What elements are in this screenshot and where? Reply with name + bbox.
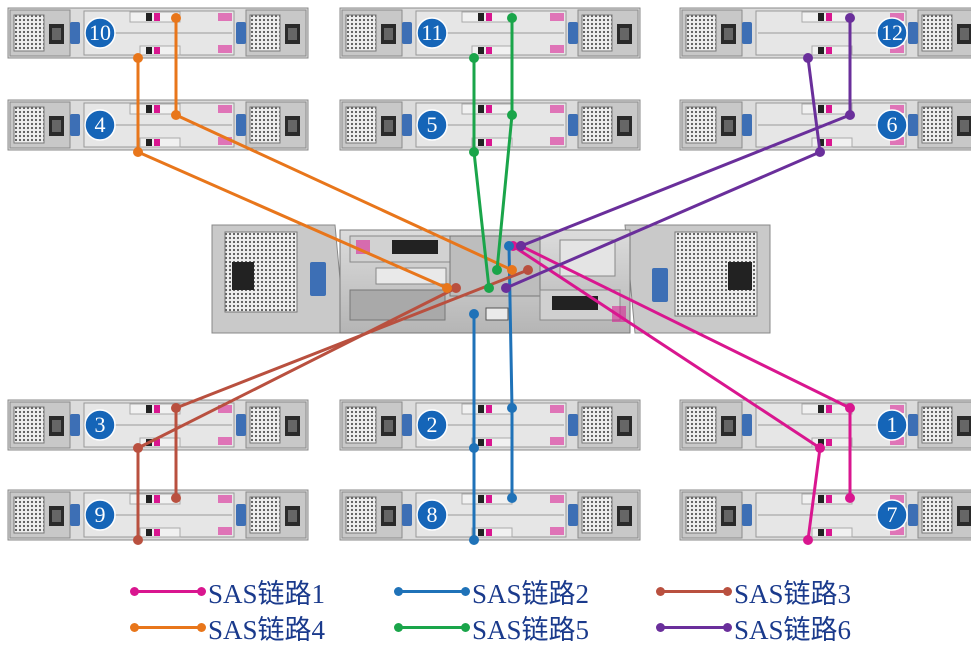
cable-link4 bbox=[133, 53, 452, 293]
enclosure-number-badge bbox=[876, 17, 908, 49]
cable-link6 bbox=[516, 13, 855, 251]
enclosure-7: 7 bbox=[679, 489, 971, 541]
enclosure-1: 1 bbox=[679, 399, 971, 451]
enclosure-number: 11 bbox=[421, 20, 442, 45]
legend-label: SAS链路3 bbox=[734, 579, 852, 609]
enclosure-4: 4 bbox=[7, 99, 309, 151]
legend-label: SAS链路4 bbox=[208, 615, 326, 645]
enclosure-8: 8 bbox=[339, 489, 641, 541]
enclosure-number: 3 bbox=[95, 412, 106, 437]
enclosure-number-badge bbox=[876, 499, 908, 531]
legend-label: SAS链路1 bbox=[208, 579, 326, 609]
enclosure-number: 6 bbox=[887, 112, 898, 137]
legend-item-link4: SAS链路4 bbox=[130, 608, 325, 647]
enclosure-number-badge bbox=[84, 17, 116, 49]
enclosure-number: 1 bbox=[887, 412, 898, 437]
legend-item-link3: SAS链路3 bbox=[656, 572, 851, 611]
legend-item-link2: SAS链路2 bbox=[394, 572, 589, 611]
cable-link6 bbox=[501, 53, 825, 293]
cable-link4 bbox=[171, 13, 517, 275]
enclosure-number: 12 bbox=[881, 20, 903, 45]
enclosure-number: 10 bbox=[89, 20, 111, 45]
expansion-enclosures: 10 11 12 4 5 6 3 2 1 9 8 7 bbox=[7, 7, 971, 541]
enclosure-9: 9 bbox=[7, 489, 309, 541]
cable-link2 bbox=[469, 309, 479, 545]
enclosure-number: 5 bbox=[427, 112, 438, 137]
enclosure-number-badge bbox=[84, 499, 116, 531]
cable-link2 bbox=[504, 241, 517, 503]
legend-label: SAS链路2 bbox=[472, 579, 590, 609]
legend-swatch bbox=[394, 586, 470, 597]
legend-swatch bbox=[656, 622, 732, 633]
legend-swatch bbox=[656, 586, 732, 597]
enclosure-number: 7 bbox=[887, 502, 898, 527]
cable-link5 bbox=[469, 53, 494, 293]
enclosure-number: 9 bbox=[95, 502, 106, 527]
enclosure-number-badge bbox=[416, 409, 448, 441]
enclosure-12: 12 bbox=[679, 7, 971, 59]
enclosure-5: 5 bbox=[339, 99, 641, 151]
enclosure-2: 2 bbox=[339, 399, 641, 451]
enclosure-3: 3 bbox=[7, 399, 309, 451]
sas-cables bbox=[133, 13, 855, 545]
enclosure-11: 11 bbox=[339, 7, 641, 59]
enclosure-number-badge bbox=[876, 409, 908, 441]
enclosure-number-badge bbox=[876, 109, 908, 141]
enclosure-number-badge bbox=[416, 17, 448, 49]
legend-item-link6: SAS链路6 bbox=[656, 608, 851, 647]
enclosure-10: 10 bbox=[7, 7, 309, 59]
legend-swatch bbox=[130, 586, 206, 597]
enclosure-number-badge bbox=[84, 109, 116, 141]
legend-item-link1: SAS链路1 bbox=[130, 572, 325, 611]
legend-swatch bbox=[394, 622, 470, 633]
sas-cabling-diagram: 10 11 12 4 5 6 3 2 1 9 8 7 bbox=[7, 7, 971, 545]
controller-enclosure bbox=[211, 224, 771, 334]
legend-swatch bbox=[130, 622, 206, 633]
cable-link3 bbox=[133, 283, 461, 545]
enclosure-number-badge bbox=[84, 409, 116, 441]
enclosure-number-badge bbox=[416, 109, 448, 141]
cable-link3 bbox=[171, 265, 533, 503]
enclosure-number-badge bbox=[416, 499, 448, 531]
legend-item-link5: SAS链路5 bbox=[394, 608, 589, 647]
cable-link5 bbox=[492, 13, 517, 275]
enclosure-number: 2 bbox=[427, 412, 438, 437]
enclosure-number: 4 bbox=[95, 112, 106, 137]
legend-label: SAS链路6 bbox=[734, 615, 852, 645]
enclosure-number: 8 bbox=[427, 502, 438, 527]
legend-label: SAS链路5 bbox=[472, 615, 590, 645]
